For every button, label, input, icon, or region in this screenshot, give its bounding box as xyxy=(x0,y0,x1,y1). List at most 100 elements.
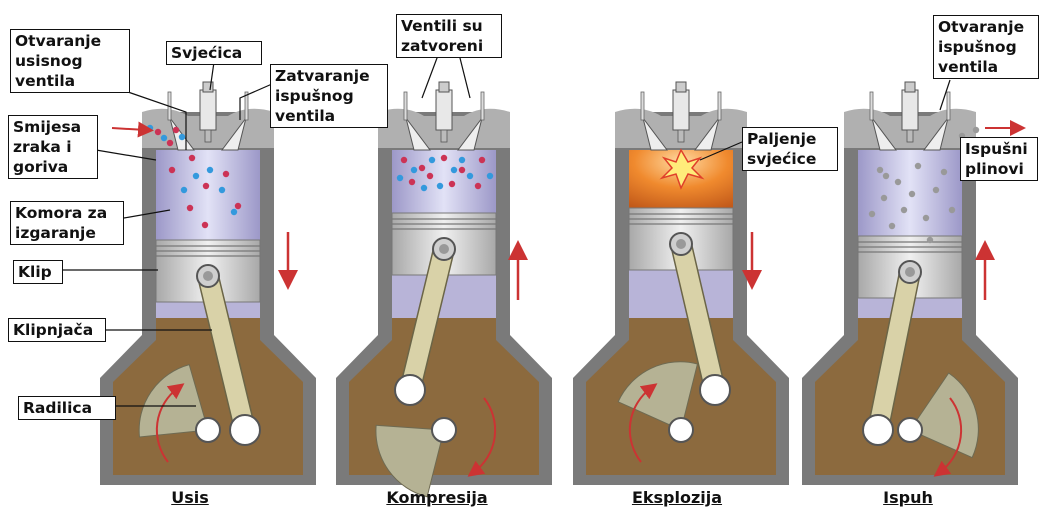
exhaust-particle xyxy=(949,207,955,213)
label-combustion-chamber: Komora za izgaranje xyxy=(10,201,124,245)
exhaust-particle xyxy=(941,169,947,175)
crank-journal xyxy=(898,418,922,442)
exhaust-particle xyxy=(915,163,921,169)
intake-valve-stem xyxy=(404,92,407,120)
label-exhaust-valve-close: Zatvaranje ispušnog ventila xyxy=(270,64,388,128)
combustion-chamber xyxy=(156,150,260,240)
exhaust-particle xyxy=(973,127,979,133)
caption-intake: Usis xyxy=(150,488,230,507)
exhaust-particle xyxy=(901,207,907,213)
spark-plug-tip xyxy=(439,82,449,92)
air-particle xyxy=(219,187,225,193)
spark-plug-electrode xyxy=(441,130,447,142)
exhaust-valve-stem xyxy=(718,92,721,120)
air-particle xyxy=(437,183,443,189)
label-crankshaft: Radilica xyxy=(18,396,116,420)
air-particle xyxy=(147,125,153,131)
caption-power: Eksplozija xyxy=(612,488,742,507)
exhaust-particle xyxy=(881,195,887,201)
fuel-particle xyxy=(173,127,179,133)
fuel-particle xyxy=(419,165,425,171)
crank-pin xyxy=(230,415,260,445)
fuel-particle xyxy=(155,129,161,135)
crank-journal xyxy=(669,418,693,442)
intake-flow-arrow xyxy=(112,128,146,130)
fuel-particle xyxy=(235,203,241,209)
air-particle xyxy=(411,167,417,173)
label-piston: Klip xyxy=(13,260,63,284)
spark-plug-electrode xyxy=(205,130,211,142)
fuel-particle xyxy=(427,173,433,179)
exhaust-particle xyxy=(895,179,901,185)
air-particle xyxy=(487,173,493,179)
exhaust-particle xyxy=(933,187,939,193)
fuel-particle xyxy=(459,167,465,173)
label-spark-plug: Svjećica xyxy=(166,41,262,65)
exhaust-valve-stem xyxy=(481,92,484,120)
spark-plug-tip xyxy=(676,82,686,92)
fuel-particle xyxy=(189,155,195,161)
exhaust-particle xyxy=(869,211,875,217)
label-intake-valve-open: Otvaranje usisnog ventila xyxy=(10,29,130,93)
caption-compression: Kompresija xyxy=(372,488,502,507)
exhaust-particle xyxy=(889,223,895,229)
caption-exhaust: Ispuh xyxy=(868,488,948,507)
spark-plug xyxy=(902,90,918,130)
exhaust-particle xyxy=(909,191,915,197)
air-particle xyxy=(161,135,167,141)
fuel-particle xyxy=(203,183,209,189)
spark-plug xyxy=(673,90,689,130)
intake-valve-stem xyxy=(870,92,873,120)
wrist-pin-center xyxy=(676,239,686,249)
fuel-particle xyxy=(475,183,481,189)
label-valves-closed: Ventili su zatvoreni xyxy=(396,14,502,58)
exhaust-particle xyxy=(883,173,889,179)
label-spark-ignition: Paljenje svjećice xyxy=(742,127,838,171)
spark-plug xyxy=(436,90,452,130)
spark-plug-tip xyxy=(905,82,915,92)
crank-pin xyxy=(700,375,730,405)
fuel-particle xyxy=(169,167,175,173)
fuel-particle xyxy=(167,140,173,146)
fuel-particle xyxy=(223,171,229,177)
fuel-particle xyxy=(401,157,407,163)
spark-plug-electrode xyxy=(907,130,913,142)
crank-pin xyxy=(863,415,893,445)
intake-valve-stem xyxy=(641,92,644,120)
exhaust-valve-stem xyxy=(947,92,950,120)
label-exhaust-gases: Ispušni plinovi xyxy=(960,137,1038,181)
fuel-particle xyxy=(449,181,455,187)
fuel-particle xyxy=(409,179,415,185)
label-exhaust-valve-open: Otvaranje ispušnog ventila xyxy=(933,15,1039,79)
air-particle xyxy=(207,167,213,173)
exhaust-particle xyxy=(923,215,929,221)
spark-plug-electrode xyxy=(678,130,684,142)
air-particle xyxy=(467,173,473,179)
engine-intake xyxy=(100,82,316,485)
wrist-pin-center xyxy=(905,267,915,277)
spark-plug xyxy=(200,90,216,130)
engine-compression xyxy=(336,82,552,502)
exhaust-particle xyxy=(877,167,883,173)
fuel-particle xyxy=(479,157,485,163)
wrist-pin-center xyxy=(203,271,213,281)
crank-journal xyxy=(432,418,456,442)
air-particle xyxy=(459,157,465,163)
air-particle xyxy=(451,167,457,173)
wrist-pin-center xyxy=(439,244,449,254)
air-particle xyxy=(181,187,187,193)
label-air-fuel-mix: Smijesa zraka i goriva xyxy=(8,115,98,179)
crank-pin xyxy=(395,375,425,405)
crank-journal xyxy=(196,418,220,442)
exhaust-particle xyxy=(927,237,933,243)
air-particle xyxy=(421,185,427,191)
air-particle xyxy=(179,134,185,140)
fuel-particle xyxy=(441,155,447,161)
label-connecting-rod: Klipnjača xyxy=(8,318,106,342)
fuel-particle xyxy=(202,222,208,228)
fuel-particle xyxy=(187,205,193,211)
air-particle xyxy=(193,173,199,179)
air-particle xyxy=(231,209,237,215)
air-particle xyxy=(429,157,435,163)
